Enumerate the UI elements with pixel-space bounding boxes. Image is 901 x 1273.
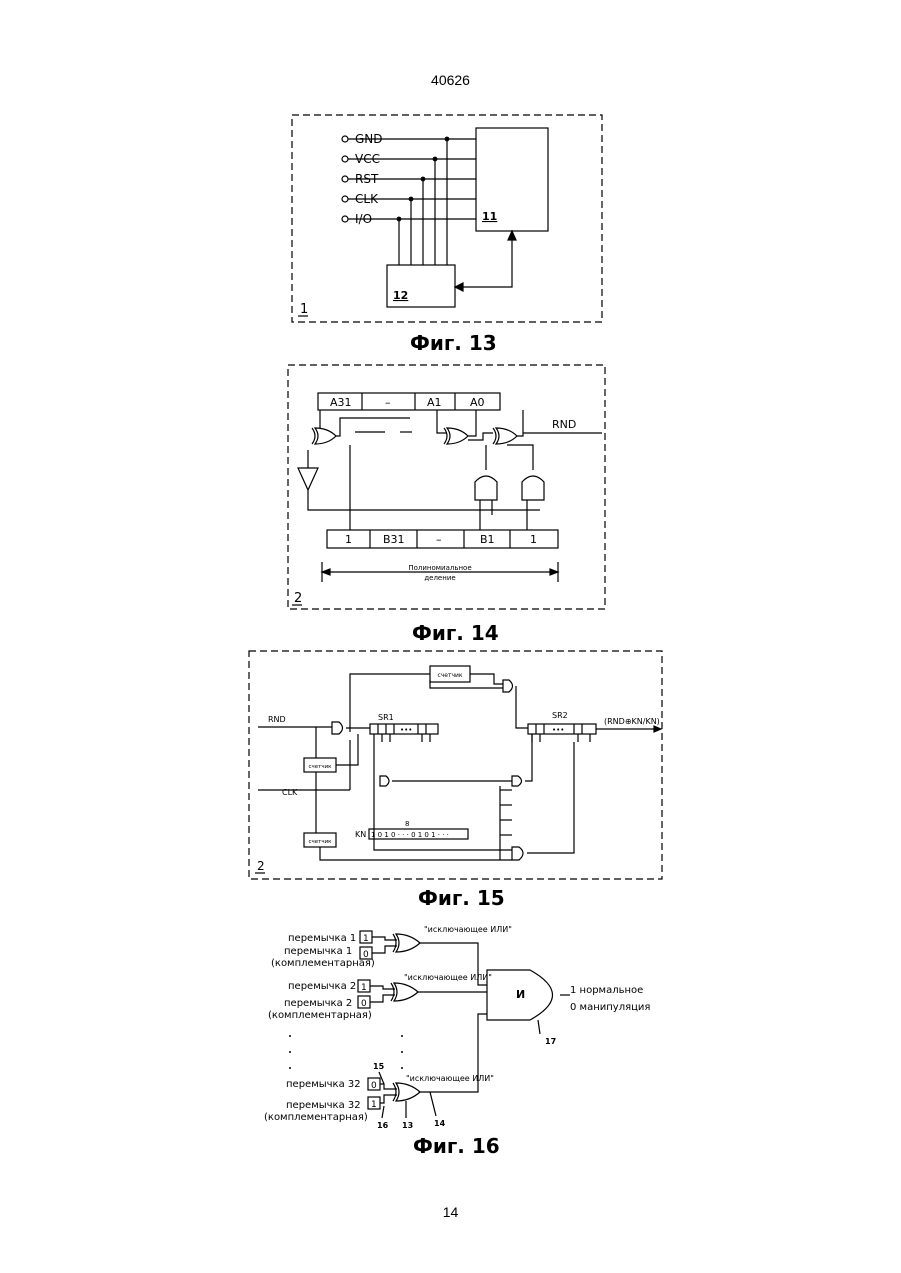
fig15-counter-top-label: счетчик	[437, 672, 462, 679]
svg-text:0: 0	[363, 950, 369, 960]
fig13-caption: Фиг. 13	[410, 331, 497, 355]
fig14-and-gate-1	[475, 476, 497, 500]
fig14-and-gate-2	[522, 476, 544, 500]
fig15-clk-label: CLK	[282, 788, 298, 797]
fig15-counter-left-label: счетчик	[308, 764, 332, 770]
fig16-xor-1-label: "исключающее ИЛИ"	[424, 925, 512, 934]
pin-vcc-label: VCC	[355, 152, 380, 166]
fig15-frame-label: 2	[257, 859, 265, 873]
fig15-output-label: (RND⊕KN/KN)	[604, 717, 660, 726]
fig16-ref-16: 16	[377, 1121, 389, 1130]
reg-a-cell-a31: A31	[330, 396, 352, 409]
fig15-sr2-label: SR2	[552, 711, 568, 720]
fig16-jumper1c-label-2: (комплементарная)	[271, 958, 375, 969]
fig16: перемычка 1 перемычка 1 (комплементарная…	[264, 925, 650, 1130]
fig15-rnd-label: RND	[268, 715, 286, 724]
fig16-xor-2-label: "исключающее ИЛИ"	[404, 973, 492, 982]
fig16-jumper1c-label-1: перемычка 1	[284, 946, 352, 957]
reg-b-cell-1b: 1	[530, 533, 537, 546]
reg-b-cell-dash: –	[436, 533, 442, 546]
fig16-caption: Фиг. 16	[413, 1134, 500, 1158]
fig14-frame-label: 2	[294, 591, 302, 606]
fig14-caption: Фиг. 14	[412, 621, 499, 645]
fig16-jumper2c-label-1: перемычка 2	[284, 998, 352, 1009]
fig15-and-mid-right	[512, 776, 522, 786]
fig16-jumper2-label: перемычка 2	[288, 981, 356, 992]
fig16-and-label: И	[516, 988, 525, 1001]
fig15-counter-bottom-label: счетчик	[308, 839, 332, 845]
fig16-jumper1-label: перемычка 1	[288, 933, 356, 944]
fig15-caption: Фиг. 15	[418, 886, 505, 910]
reg-b-cell-b1: B1	[480, 533, 495, 546]
reg-b-cell-b31: B31	[383, 533, 405, 546]
fig14-span-label-1: Полиномиальное	[408, 564, 471, 572]
fig15-sr1-label: SR1	[378, 713, 394, 722]
fig13-block-11-label: 11	[482, 210, 497, 223]
fig16-ref-13: 13	[402, 1121, 413, 1130]
fig15-and-rnd	[332, 722, 343, 734]
pin-clk-label: CLK	[355, 192, 379, 206]
fig13-block-12-label: 12	[393, 289, 408, 302]
fig15-and-bottom	[512, 847, 523, 860]
svg-text:•••: •••	[400, 726, 412, 734]
fig14-register-b	[327, 530, 558, 548]
svg-text:1: 1	[371, 1100, 377, 1110]
svg-text:0: 0	[361, 999, 367, 1009]
pin-io-label: I/O	[355, 212, 372, 226]
fig16-out-normal: 1 нормальное	[570, 985, 643, 996]
page-number-bottom: 14	[0, 1204, 901, 1220]
fig14-input-rnd: RND	[552, 418, 576, 431]
fig13-pins: GND VCC RST CLK I/O	[342, 132, 476, 226]
svg-text:0: 0	[371, 1081, 377, 1091]
fig16-ref-17: 17	[545, 1037, 556, 1046]
fig16-xor-32	[396, 1083, 420, 1101]
reg-a-cell-dash: –	[385, 396, 391, 409]
fig15-and-mid-left	[380, 776, 389, 786]
fig15-bit-marker: 8	[405, 820, 409, 828]
reg-a-cell-a0: A0	[470, 396, 485, 409]
fig16-ref-15: 15	[373, 1062, 385, 1071]
fig15: 2 счетчик RND ••• SR1 ••• SR2 (R	[249, 651, 662, 879]
fig14-xor-gates	[312, 428, 517, 444]
fig15-kn-bits: 1 0 1 0 · · · 0 1 0 1 · · ·	[371, 831, 449, 839]
fig15-and-top	[503, 680, 513, 692]
fig13: 1 GND VCC RST CLK I/O 11 12	[292, 115, 602, 322]
fig16-out-manip: 0 манипуляция	[570, 1002, 650, 1013]
fig16-jumper2c-label-2: (комплементарная)	[268, 1010, 372, 1021]
pin-rst-label: RST	[355, 172, 379, 186]
svg-text:•••: •••	[552, 726, 564, 734]
reg-a-cell-a1: A1	[427, 396, 442, 409]
svg-text:1: 1	[363, 934, 369, 944]
fig16-xor-2	[394, 983, 418, 1001]
fig16-ref-14: 14	[434, 1119, 446, 1128]
fig13-frame-label: 1	[300, 302, 308, 317]
fig16-jumper32-label: перемычка 32	[286, 1079, 361, 1090]
fig14-buffer	[298, 468, 318, 490]
pin-gnd-label: GND	[355, 132, 383, 146]
fig16-jumper32c-label-1: перемычка 32	[286, 1100, 361, 1111]
reg-b-cell-1: 1	[345, 533, 352, 546]
fig14-span-label-2: деление	[424, 574, 455, 582]
svg-text:1: 1	[361, 983, 367, 993]
fig16-xor-1	[396, 934, 420, 952]
fig16-jumper32c-label-2: (комплементарная)	[264, 1112, 368, 1123]
fig15-kn-label: KN	[355, 830, 366, 839]
fig16-xor-32-label: "исключающее ИЛИ"	[406, 1074, 494, 1083]
fig14: 2 A31 – A1 A0 RND	[288, 365, 605, 609]
